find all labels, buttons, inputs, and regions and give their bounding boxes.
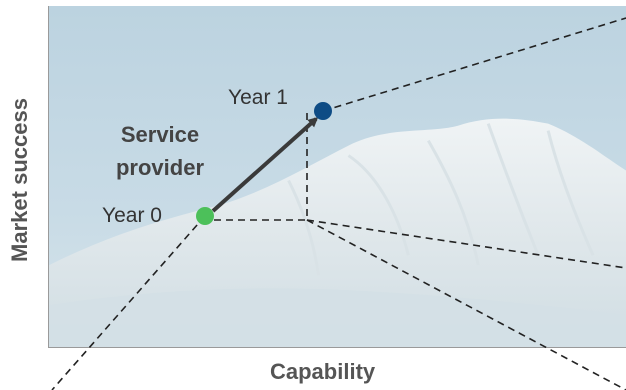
growth-arrow — [211, 117, 319, 213]
service-provider-line-1: Service — [120, 122, 200, 147]
year-0-label: Year 0 — [102, 204, 162, 227]
dashed-line-bottom-right — [306, 219, 626, 390]
year-1-label: Year 1 — [228, 86, 288, 109]
x-axis-title: Capability — [270, 359, 376, 384]
service-provider-label: Service provider — [100, 118, 220, 184]
y-axis-title: Market success — [7, 98, 32, 262]
year-1-point — [314, 102, 332, 120]
dashed-line-top-right — [322, 17, 626, 112]
mountain-background-image — [49, 6, 626, 347]
chart-area — [48, 6, 626, 348]
year-0-point — [196, 207, 214, 225]
dashed-line-right — [306, 219, 626, 269]
dashed-projection-lines — [51, 17, 626, 390]
service-provider-line-2: provider — [115, 155, 205, 180]
dashed-line-bottom-left — [51, 215, 206, 390]
